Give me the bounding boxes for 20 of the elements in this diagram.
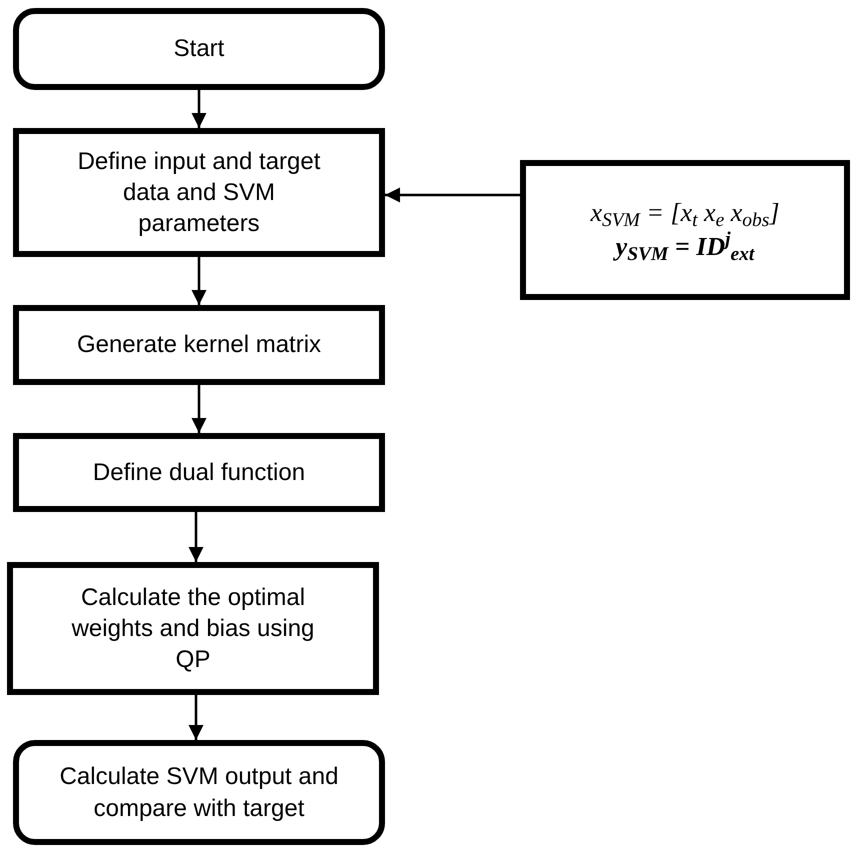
arrow xyxy=(192,257,206,305)
arrow xyxy=(188,512,204,562)
process-box xyxy=(13,433,385,512)
terminal-box xyxy=(13,8,385,90)
step-text: Calculate SVM output and compare with target xyxy=(59,762,339,824)
process-box xyxy=(13,305,385,385)
formula-box xyxy=(520,160,850,300)
process-box xyxy=(13,128,385,257)
terminal-box xyxy=(13,740,385,845)
step-text: Define input and target data and SVM parameters xyxy=(76,146,322,240)
step-text: Start xyxy=(174,34,224,64)
step-text: Generate kernel matrix xyxy=(76,330,322,360)
arrow xyxy=(192,90,206,128)
arrow xyxy=(188,695,204,740)
formula-text: x$_{SVM}$ = [x$_{t}$ x$_{e}$ x$_{obs}$] xyxy=(590,197,780,230)
arrow xyxy=(192,385,206,433)
arrow xyxy=(385,188,520,202)
step-text: Calculate the optimal weights and bias using QP xyxy=(70,582,316,676)
step-text: Define dual function xyxy=(92,458,306,488)
process-box xyxy=(7,562,379,695)
